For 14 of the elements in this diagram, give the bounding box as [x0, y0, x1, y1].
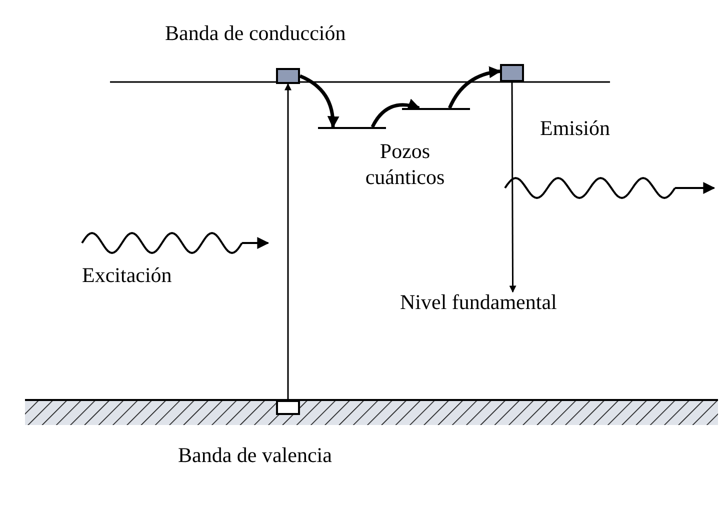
level-label: Nivel fundamental: [400, 292, 640, 313]
hole-box: [276, 400, 300, 415]
band-label: Banda de conducción: [165, 20, 347, 46]
excitation-label: Excitación: [82, 262, 173, 288]
emission-label: Emisión: [540, 115, 612, 142]
arrow: [509, 82, 516, 293]
electron-box: [500, 64, 524, 82]
wells-label: Pozos cuánticos: [364, 138, 446, 190]
curved-arrow: [370, 99, 420, 128]
band-label: Banda de valencia: [178, 442, 333, 468]
arrow: [284, 83, 292, 400]
electron-box: [276, 68, 300, 84]
curved-arrow: [448, 66, 502, 109]
curved-arrow: [299, 74, 339, 128]
